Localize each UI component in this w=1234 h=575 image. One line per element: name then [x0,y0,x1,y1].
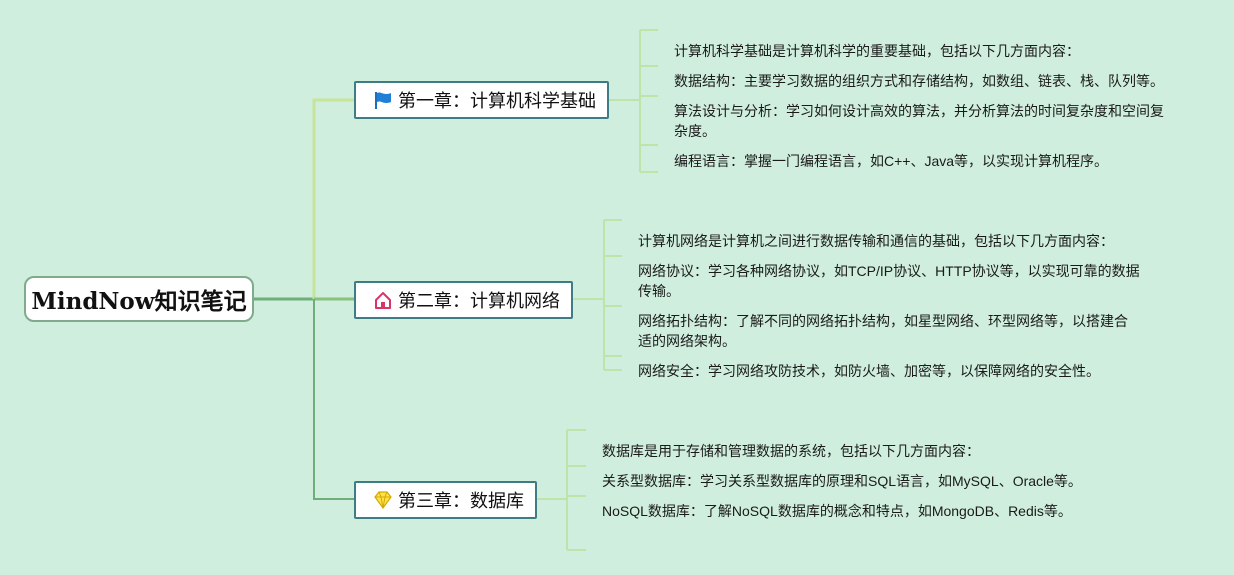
note-1-3: 算法设计与分析：学习如何设计高效的算法，并分析算法的时间复杂度和空间复杂度。 [674,103,1164,139]
diamond-icon [372,489,394,511]
chapter-title: 第三章：数据库 [398,491,524,511]
note-3-2: 关系型数据库：学习关系型数据库的原理和SQL语言，如MySQL、Oracle等。 [602,473,1082,489]
note-3-3: NoSQL数据库：了解NoSQL数据库的概念和特点，如MongoDB、Redis… [602,503,1072,519]
note-2-1: 计算机网络是计算机之间进行数据传输和通信的基础，包括以下几方面内容： [638,233,1114,249]
note-2-4: 网络安全：学习网络攻防技术，如防火墙、加密等，以保障网络的安全性。 [638,363,1100,379]
note-1-4: 编程语言：掌握一门编程语言，如C++、Java等，以实现计算机程序。 [674,153,1109,169]
note-2-2: 网络协议：学习各种网络协议，如TCP/IP协议、HTTP协议等，以实现可靠的数据… [638,263,1140,299]
root-node[interactable]: MindNow知识笔记 [24,276,254,322]
flag-icon [372,89,394,111]
note-1-1: 计算机科学基础是计算机科学的重要基础，包括以下几方面内容： [674,43,1080,59]
chapter-node-3[interactable]: 第三章：数据库 [354,481,537,519]
chapter-title: 第二章：计算机网络 [398,291,560,311]
chapter-title: 第一章：计算机科学基础 [398,91,596,111]
chapter-node-2[interactable]: 第二章：计算机网络 [354,281,573,319]
note-2-3: 网络拓扑结构：了解不同的网络拓扑结构，如星型网络、环型网络等，以搭建合适的网络架… [638,313,1128,349]
note-1-2: 数据结构：主要学习数据的组织方式和存储结构，如数组、链表、栈、队列等。 [674,73,1164,89]
house-icon [372,289,394,311]
note-3-1: 数据库是用于存储和管理数据的系统，包括以下几方面内容： [602,443,980,459]
chapter-node-1[interactable]: 第一章：计算机科学基础 [354,81,609,119]
root-title: MindNow知识笔记 [31,288,247,315]
